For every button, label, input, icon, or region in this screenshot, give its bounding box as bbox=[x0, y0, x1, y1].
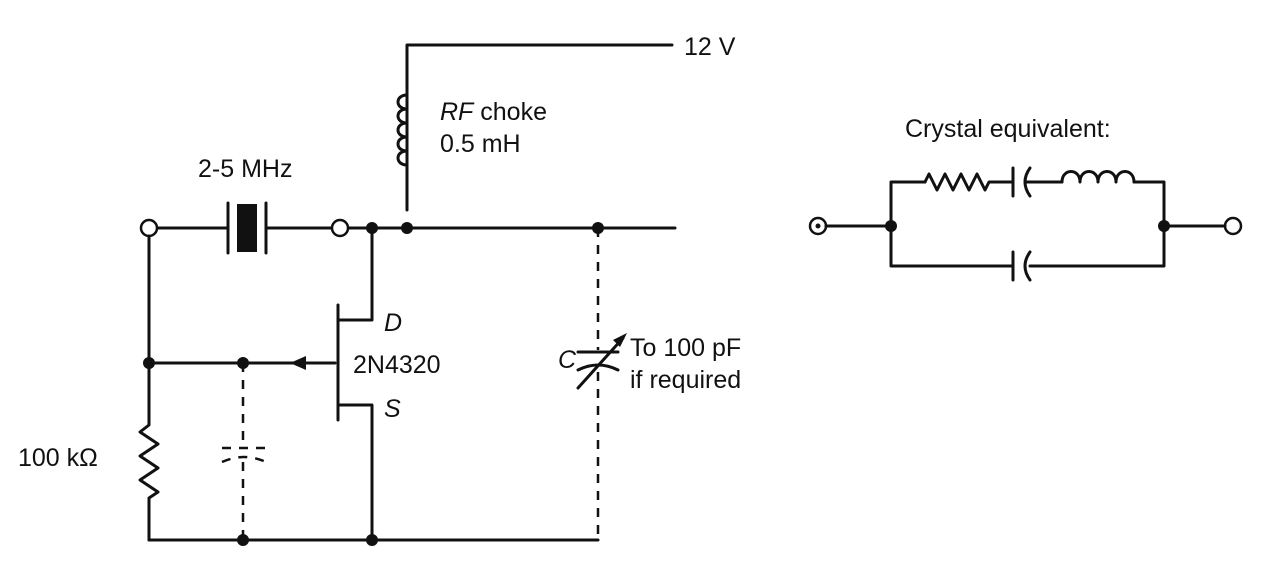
drain-label: D bbox=[384, 309, 402, 337]
gate-wiring bbox=[147, 234, 337, 422]
gate-resistor bbox=[138, 418, 160, 542]
crystal-frequency-label: 2-5 MHz bbox=[198, 155, 292, 183]
crystal-equivalent-circuit bbox=[808, 166, 1243, 282]
jfet-transistor bbox=[336, 226, 374, 542]
source-label: S bbox=[384, 395, 401, 423]
supply-line bbox=[405, 43, 674, 212]
rf-choke-value: 0.5 mH bbox=[440, 130, 521, 158]
input-terminal bbox=[139, 218, 159, 238]
crystal-symbol bbox=[226, 201, 268, 255]
rf-choke-label: RF choke bbox=[440, 98, 547, 126]
optional-variable-capacitor bbox=[576, 228, 627, 540]
junction-dots bbox=[143, 222, 604, 546]
equivalent-right-terminal bbox=[1223, 216, 1243, 236]
crystal-terminal bbox=[330, 218, 350, 238]
variable-capacitor-note-line2: if required bbox=[630, 366, 741, 394]
rf-choke-name-italic: RF bbox=[440, 98, 475, 126]
rf-choke-inductor bbox=[396, 93, 409, 167]
rf-choke-name: choke bbox=[473, 98, 547, 126]
supply-voltage-label: 12 V bbox=[684, 33, 736, 61]
variable-capacitor-note-line1: To 100 pF bbox=[630, 334, 741, 362]
transistor-part-label: 2N4320 bbox=[353, 351, 441, 379]
resistor-value-label: 100 kΩ bbox=[18, 444, 98, 472]
optional-gate-capacitor bbox=[221, 363, 267, 540]
crystal-equivalent-title: Crystal equivalent: bbox=[905, 115, 1111, 143]
variable-capacitor-symbol: C bbox=[558, 346, 577, 374]
